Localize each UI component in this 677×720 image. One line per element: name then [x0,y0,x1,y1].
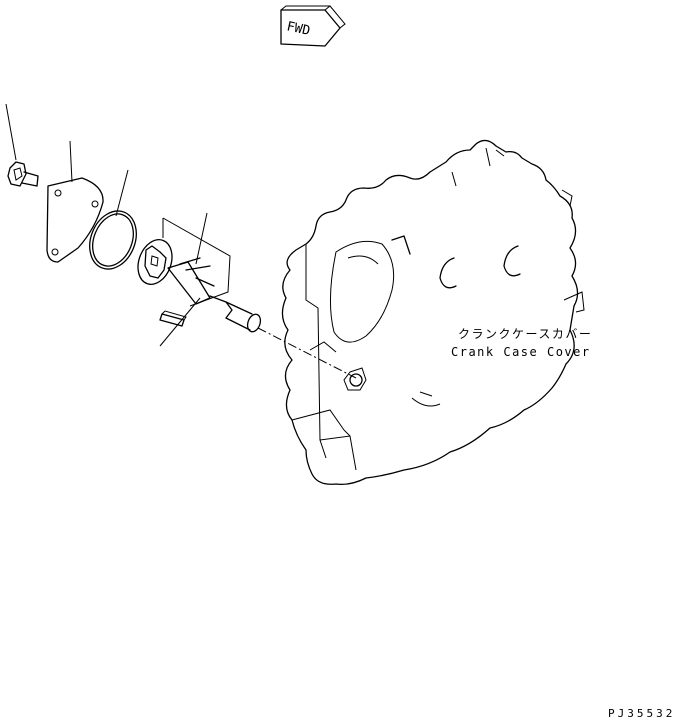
cover-plate-part [46,177,104,263]
part-label-english: Crank Case Cover [451,345,591,359]
assembly-center-line [257,327,357,379]
pump-rotor-part [137,217,262,333]
part-label-japanese: クランクケースカバー [458,327,592,341]
leader-lines [5,103,208,347]
fwd-direction-tag: FWD [280,5,346,47]
crank-case-cover-part [281,139,585,486]
fwd-label: FWD [285,19,311,39]
o-ring-part [89,210,137,270]
key-part [159,310,187,327]
drawing-code: PJ35532 [608,707,675,720]
bolt-part [7,161,39,187]
